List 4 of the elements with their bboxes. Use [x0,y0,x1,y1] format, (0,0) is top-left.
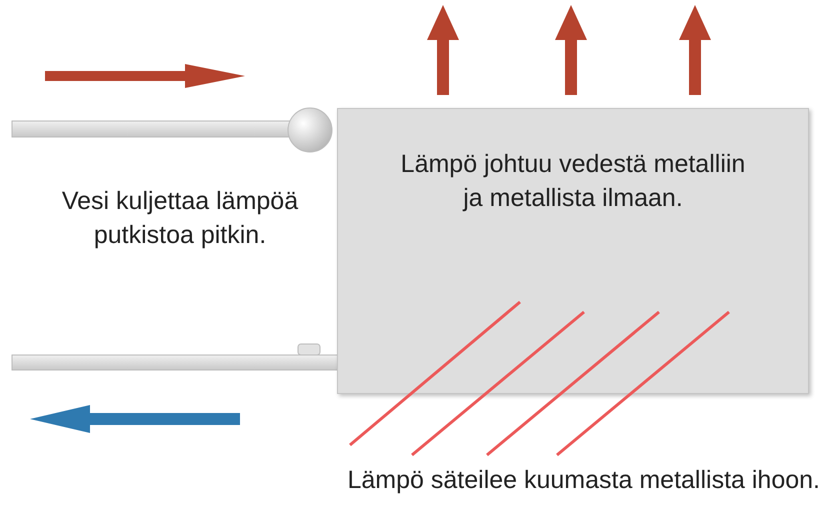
caption-text: Lämpö säteilee kuumasta metallista ihoon. [346,465,820,496]
caption-text: Vesi kuljettaa lämpöä putkistoa pitkin. [60,186,300,251]
radiator-panel [337,108,809,394]
description-text: Lämpö johtuu vedestä metalliin ja metallista ilmaan. [400,149,746,214]
